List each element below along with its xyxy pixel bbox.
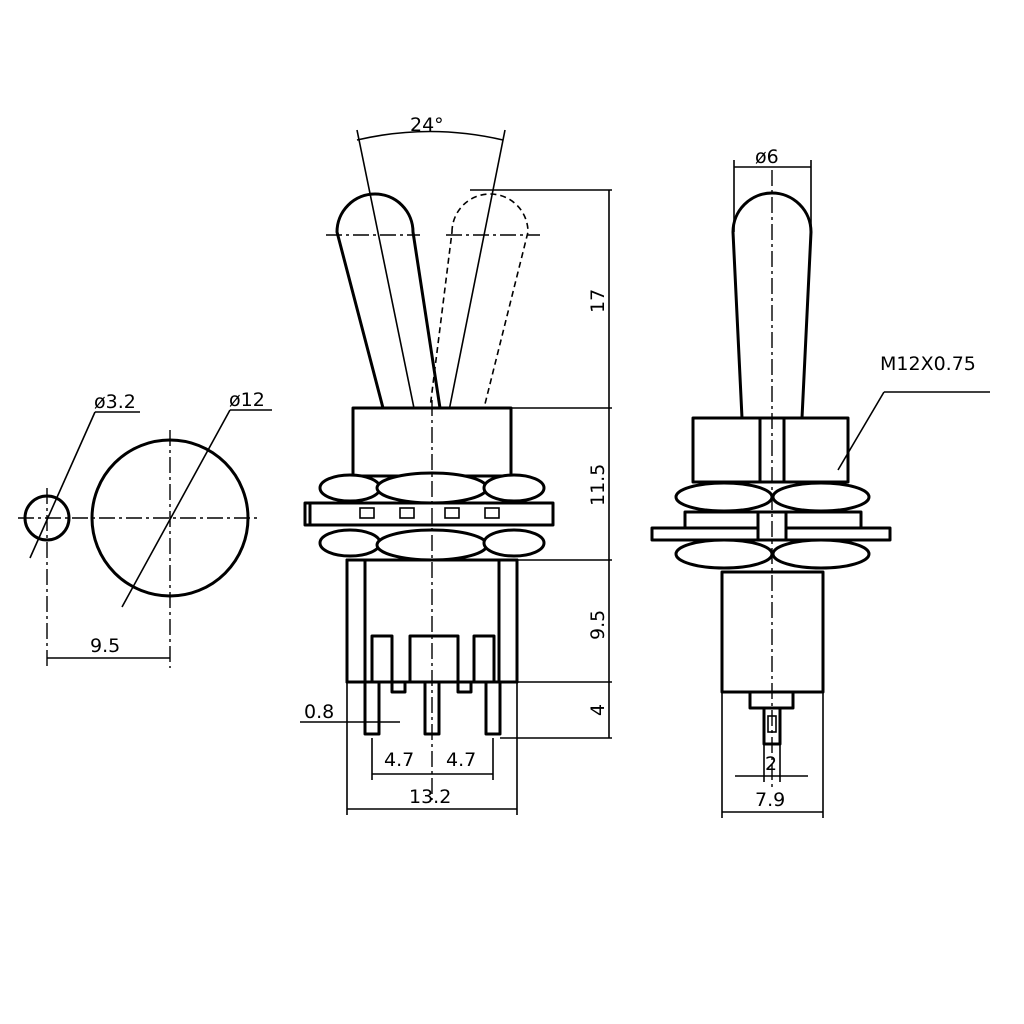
front-view: 24° (300, 114, 612, 815)
side-view: ø6 M12X0.75 2 (650, 146, 990, 818)
pin-length-label: 4 (587, 704, 609, 716)
pitch-left-label: 4.7 (384, 749, 414, 771)
side-upper-nut-left (674, 481, 774, 513)
side-lower-nut-left (674, 538, 774, 570)
washer-tab (303, 501, 314, 527)
phi-large-label: ø12 (229, 389, 265, 411)
pitch-right-label: 4.7 (446, 749, 476, 771)
body-side-left (345, 558, 367, 684)
terminal-pins (363, 680, 502, 736)
upper-nut-right (482, 473, 546, 503)
toggle-lever (335, 192, 442, 410)
pin-thickness-label: 2 (765, 753, 777, 775)
pin-width-label: 0.8 (304, 701, 334, 723)
lower-nut-right (482, 528, 546, 558)
thread-leader (837, 391, 885, 471)
lower-nut-left (318, 528, 382, 558)
phi-small-label: ø3.2 (94, 391, 136, 413)
side-upper-nut-right (771, 481, 871, 513)
body-height-label: 9.5 (587, 610, 609, 640)
body-width-label: 13.2 (409, 786, 451, 808)
upper-nut-left (318, 473, 382, 503)
lever-length-label: 17 (587, 289, 609, 313)
side-lower-nut-right (771, 538, 871, 570)
angle-arc (356, 130, 504, 141)
body-side-right (497, 558, 519, 684)
angle-label: 24° (410, 114, 444, 136)
bushing-height-label: 11.5 (587, 464, 609, 506)
lever-diameter-label: ø6 (755, 146, 779, 168)
washer-teeth (359, 507, 500, 519)
panel-cutout-view: ø3.2 ø12 9.5 (18, 389, 272, 668)
body-depth-label: 7.9 (755, 789, 785, 811)
panel-spacing-label: 9.5 (90, 635, 120, 657)
toggle-lever-alt-position (429, 193, 529, 409)
side-lever (731, 191, 813, 420)
side-bushing (691, 416, 850, 484)
thread-label: M12X0.75 (880, 353, 976, 375)
small-hole-leader (29, 411, 96, 559)
large-hole-leader (121, 409, 231, 608)
